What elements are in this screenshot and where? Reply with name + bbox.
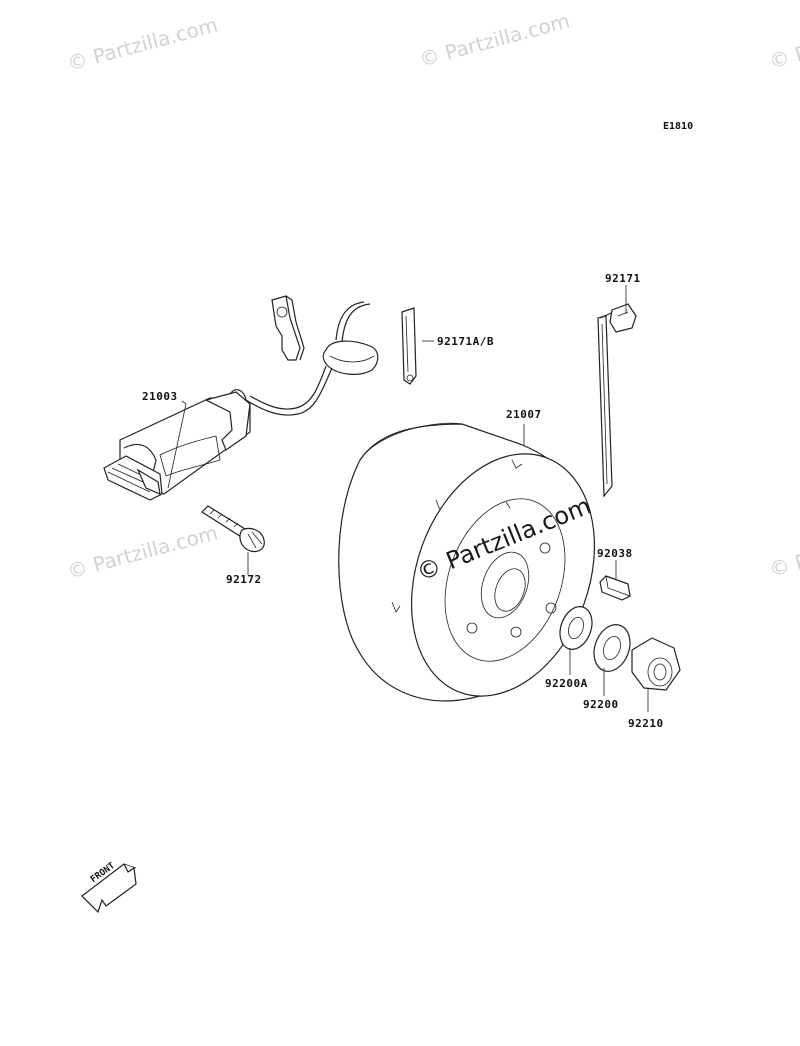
leader-lines [167, 285, 649, 712]
wire-clip-bracket [271, 295, 305, 361]
diagram-code: E1810 [663, 121, 694, 132]
wire-grommet [245, 301, 379, 416]
flywheel-nut [631, 637, 681, 691]
pickup-coil-assembly [103, 389, 251, 501]
callout-92038[interactable]: 92038 [597, 547, 633, 560]
thick-washer [593, 624, 631, 672]
callout-92210[interactable]: 92210 [628, 717, 664, 730]
callout-21003[interactable]: 21003 [142, 390, 178, 403]
front-arrow-icon [81, 863, 137, 914]
callout-92200[interactable]: 92200 [583, 698, 619, 711]
washer [559, 606, 593, 650]
flywheel [338, 422, 596, 702]
woodruff-key [599, 575, 631, 601]
callout-21007[interactable]: 21007 [506, 408, 542, 421]
bolt [201, 505, 265, 553]
cable-band [597, 303, 637, 498]
callout-92171[interactable]: 92171 [605, 272, 641, 285]
wire-clamp [401, 307, 417, 385]
callout-92171ab[interactable]: 92171A/B [437, 335, 494, 348]
callout-92172[interactable]: 92172 [226, 573, 262, 586]
callout-92200a[interactable]: 92200A [545, 677, 588, 690]
